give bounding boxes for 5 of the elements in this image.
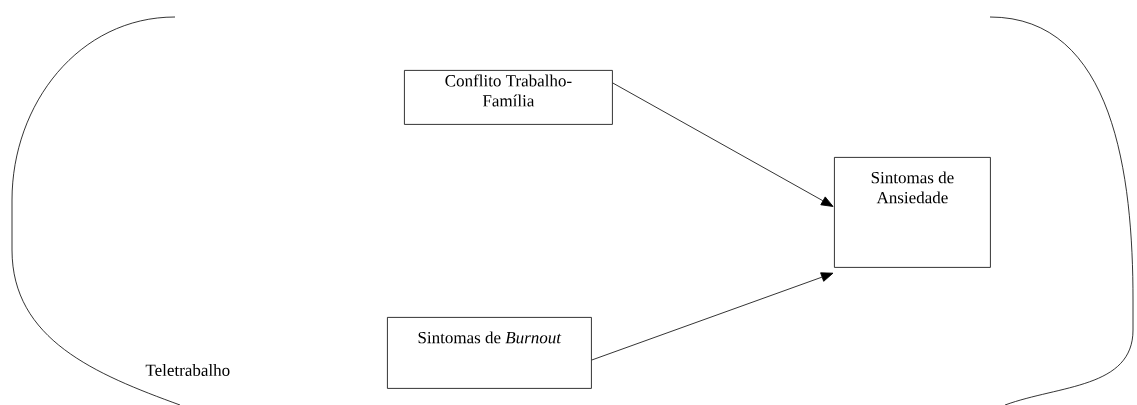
arrow [612, 82, 834, 207]
arrow [591, 272, 834, 361]
box: Conflito Trabalho- Família [404, 70, 613, 125]
box: Sintomas de Burnout [387, 317, 592, 389]
box: Sintomas de Ansiedade [834, 157, 991, 268]
